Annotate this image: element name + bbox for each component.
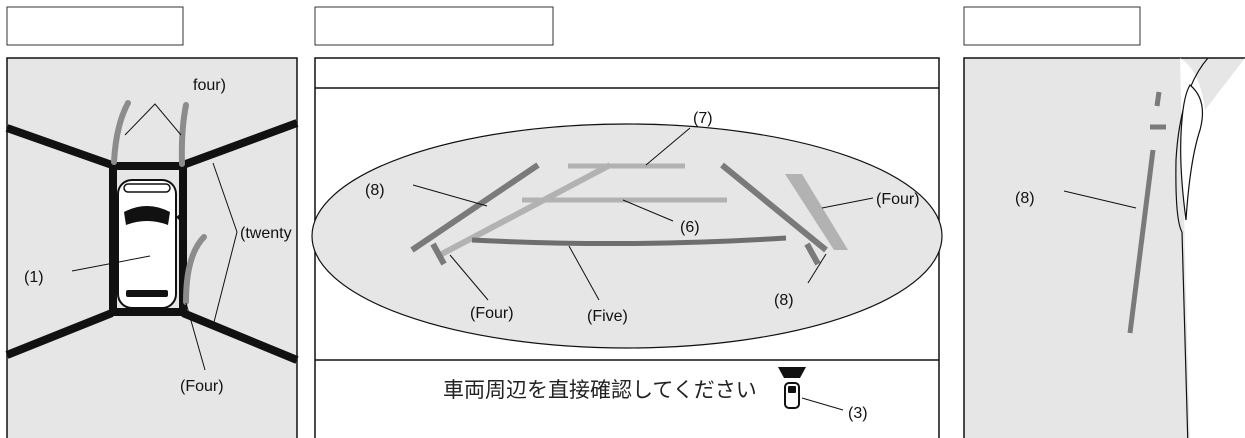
callout-twenty: (twenty bbox=[240, 225, 292, 242]
callout-8-right: (8) bbox=[774, 292, 794, 309]
distance-guide-lines bbox=[111, 100, 207, 305]
callout-7: (7) bbox=[693, 110, 713, 127]
top-view-header-box bbox=[6, 6, 184, 46]
top-view-leader-lines bbox=[71, 103, 238, 371]
top-view-panel: four) (twenty (1) (Four) bbox=[0, 0, 300, 438]
side-mirror-icon bbox=[1180, 84, 1203, 221]
callout-8-side: (8) bbox=[1015, 190, 1035, 207]
vehicle-top-view-icon bbox=[114, 179, 180, 309]
rear-sensor-icon bbox=[778, 367, 806, 409]
rear-view-header-box bbox=[314, 6, 554, 46]
side-view-panel: (8) bbox=[950, 0, 1245, 438]
side-leader-line bbox=[1063, 190, 1137, 209]
rear-view-leader-lines bbox=[412, 127, 874, 411]
side-guide-lines bbox=[1127, 91, 1166, 334]
callout-6: (6) bbox=[680, 219, 700, 236]
rear-view-panel: (7) (8) (Four) (6) (Four) (Five) (8) 車両周… bbox=[300, 0, 950, 438]
callout-four-left: (Four) bbox=[470, 305, 514, 322]
parking-space-lines bbox=[5, 119, 299, 364]
callout-four-right: (Four) bbox=[876, 191, 920, 208]
camera-image-area bbox=[311, 123, 943, 349]
side-view-header-box bbox=[963, 6, 1141, 46]
callout-1: (1) bbox=[24, 269, 44, 286]
vehicle-side-outline bbox=[1175, 57, 1209, 438]
callout-five: (Five) bbox=[587, 308, 628, 325]
callout-four-top: four) bbox=[193, 77, 226, 94]
warning-message: 車両周辺を直接確認してください bbox=[443, 378, 757, 402]
parking-guide-lines bbox=[410, 162, 848, 266]
vehicle-side-body bbox=[1180, 58, 1245, 438]
callout-8-left: (8) bbox=[365, 182, 385, 199]
callout-four-bottom: (Four) bbox=[180, 378, 224, 395]
callout-3: (3) bbox=[848, 405, 868, 422]
